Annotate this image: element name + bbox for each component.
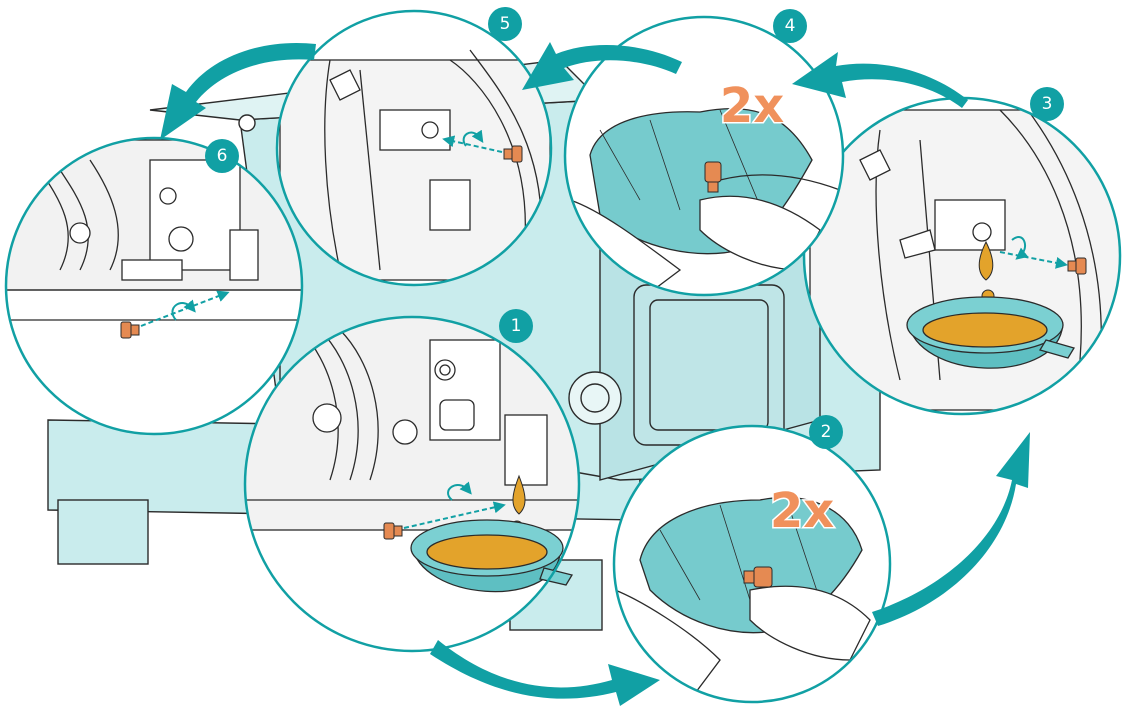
step-badges: 1 2 3 4 5 6 [205,7,1064,449]
step-badge-1: 1 [499,309,533,343]
step-5-inset [275,9,553,287]
step-number: 5 [500,14,511,34]
drain-plug-5 [503,145,523,163]
step-badge-4: 4 [773,9,807,43]
step-number: 2 [821,422,832,442]
plug-in-cloth-4 [704,161,722,193]
arrow-step-2-to-3 [872,432,1030,626]
step-badge-6: 6 [205,139,239,173]
step-badge-2: 2 [809,415,843,449]
step-badge-3: 3 [1030,87,1064,121]
arrow-step-3-to-4 [792,52,968,108]
flow-arrows [160,42,1030,706]
drain-plug-3 [1067,257,1087,275]
step-number: 3 [1042,94,1053,114]
drain-plug-6 [120,321,140,339]
step-number: 6 [217,146,228,166]
arrow-step-4-to-5 [522,42,682,90]
repeat-count-step-4: 2x [720,78,784,134]
oil-pan-1 [410,519,574,593]
repeat-count-step-2: 2x [770,483,834,539]
oil-pan-3 [906,296,1075,369]
step-3-inset [802,96,1122,416]
arrow-step-1-to-2 [430,640,660,706]
plug-in-cloth-2 [743,566,773,588]
step-number: 1 [511,316,522,336]
arrow-step-5-to-6 [160,42,316,141]
drain-plug-1 [383,522,403,540]
step-number: 4 [785,16,796,36]
step-badge-5: 5 [488,7,522,41]
step-4-inset: 2x [563,15,845,297]
step-2-inset: 2x [612,424,892,704]
